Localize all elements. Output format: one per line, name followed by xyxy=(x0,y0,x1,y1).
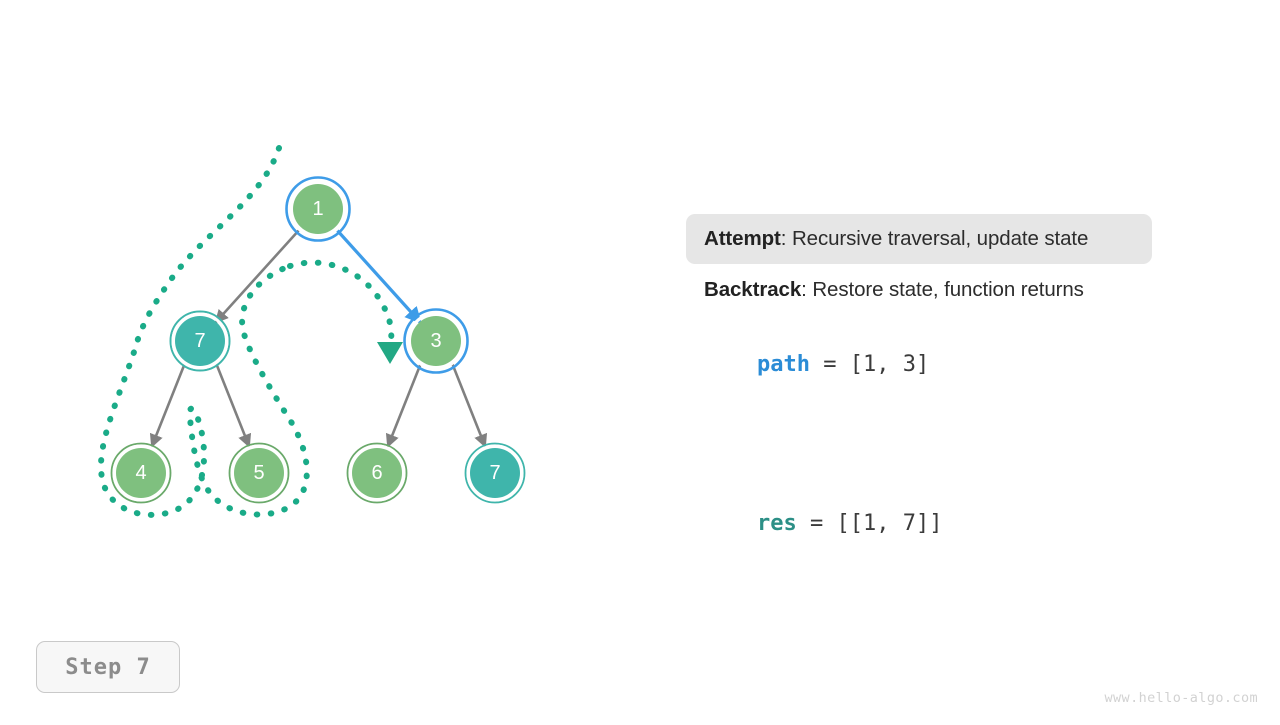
tree-node-7-left-label: 7 xyxy=(194,330,205,352)
backtrack-line: Backtrack: Restore state, function retur… xyxy=(704,276,1168,303)
tree-node-7-right-label: 7 xyxy=(489,462,500,484)
attempt-highlight-box: Attempt: Recursive traversal, update sta… xyxy=(686,214,1152,265)
tree-nodes: 1 7 3 4 xyxy=(110,176,526,504)
tree-node-1[interactable]: 1 xyxy=(285,176,351,242)
edge-3-to-7b xyxy=(450,362,488,448)
res-state-line: res = [[1, 7]] xyxy=(686,486,1186,561)
attempt-line: Attempt: Recursive traversal, update sta… xyxy=(704,225,1134,252)
tree-node-5[interactable]: 5 xyxy=(228,442,290,504)
step-badge: Step 7 xyxy=(36,641,180,693)
tree-node-1-label: 1 xyxy=(312,198,323,220)
tree-node-3-label: 3 xyxy=(430,330,441,352)
tree-node-4-label: 4 xyxy=(135,462,146,484)
backtrack-line-wrap: Backtrack: Restore state, function retur… xyxy=(686,273,1186,307)
edge-3-to-6 xyxy=(385,362,423,448)
path-state-line: path = [1, 3] xyxy=(686,321,1186,402)
tree-node-7-right[interactable]: 7 xyxy=(464,442,526,504)
tree-node-6[interactable]: 6 xyxy=(346,442,408,504)
tree-node-7-left[interactable]: 7 xyxy=(169,310,231,372)
tree-node-6-label: 6 xyxy=(371,462,382,484)
tree-node-5-label: 5 xyxy=(253,462,264,484)
path-value: [1, 3] xyxy=(849,352,930,378)
tree-node-4[interactable]: 4 xyxy=(110,442,172,504)
edge-1-to-7 xyxy=(214,228,301,324)
edge-7-to-5 xyxy=(214,362,252,448)
backtrack-dotted-path-right xyxy=(287,259,395,345)
footer-url: www.hello-algo.com xyxy=(1104,690,1258,706)
edge-7-to-4 xyxy=(149,362,187,448)
backtrack-text: : Restore state, function returns xyxy=(801,278,1084,302)
res-value: [[1, 7]] xyxy=(836,511,943,537)
backtrack-path-group xyxy=(98,145,403,518)
tree-edges xyxy=(149,227,488,448)
info-panel: Attempt: Recursive traversal, update sta… xyxy=(686,214,1186,561)
attempt-text: : Recursive traversal, update state xyxy=(780,227,1089,250)
path-assign: = xyxy=(809,352,850,378)
step-badge-label: Step 7 xyxy=(65,654,151,680)
backtrack-marker-triangle-down-icon xyxy=(377,342,403,364)
path-variable-name: path xyxy=(756,352,810,378)
res-assign: = xyxy=(796,511,837,537)
tree-svg: 1 7 3 4 xyxy=(98,145,526,518)
edge-1-to-3 xyxy=(334,227,422,324)
tree-node-3[interactable]: 3 xyxy=(403,308,469,374)
backtrack-dotted-path-left xyxy=(98,145,310,518)
backtrack-term: Backtrack xyxy=(704,278,802,302)
res-variable-name: res xyxy=(756,511,797,537)
attempt-term: Attempt xyxy=(704,227,781,250)
tree-diagram: 1 7 3 4 xyxy=(0,0,640,720)
